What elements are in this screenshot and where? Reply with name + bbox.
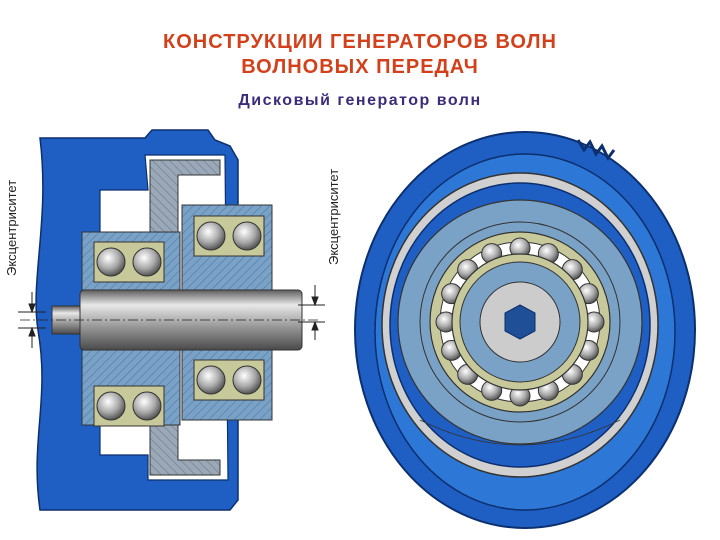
gear-teeth bbox=[576, 139, 616, 161]
disk-inner-line bbox=[419, 221, 621, 423]
title-line-1: КОНСТРУКЦИИ ГЕНЕРАТОРОВ ВОЛН bbox=[163, 31, 557, 53]
eccentricity-label-left: Эксцентриситет bbox=[4, 179, 19, 276]
front-view bbox=[354, 131, 696, 529]
eccentric-arc bbox=[419, 419, 621, 446]
bearing-right-bottom bbox=[193, 359, 265, 401]
section-view bbox=[18, 129, 325, 511]
bearing-right-top bbox=[193, 215, 265, 257]
bearing-left-bottom bbox=[93, 385, 165, 427]
hex-socket bbox=[504, 304, 536, 340]
eccentricity-label-right: Эксцентриситет bbox=[326, 168, 341, 265]
title-line-2: ВОЛНОВЫХ ПЕРЕДАЧ bbox=[241, 56, 479, 78]
eccentricity-marker-left bbox=[18, 292, 46, 348]
subtitle: Дисковый генератор волн bbox=[238, 92, 482, 109]
eccentricity-marker-right bbox=[298, 285, 325, 340]
bearing-left-top bbox=[93, 241, 165, 283]
